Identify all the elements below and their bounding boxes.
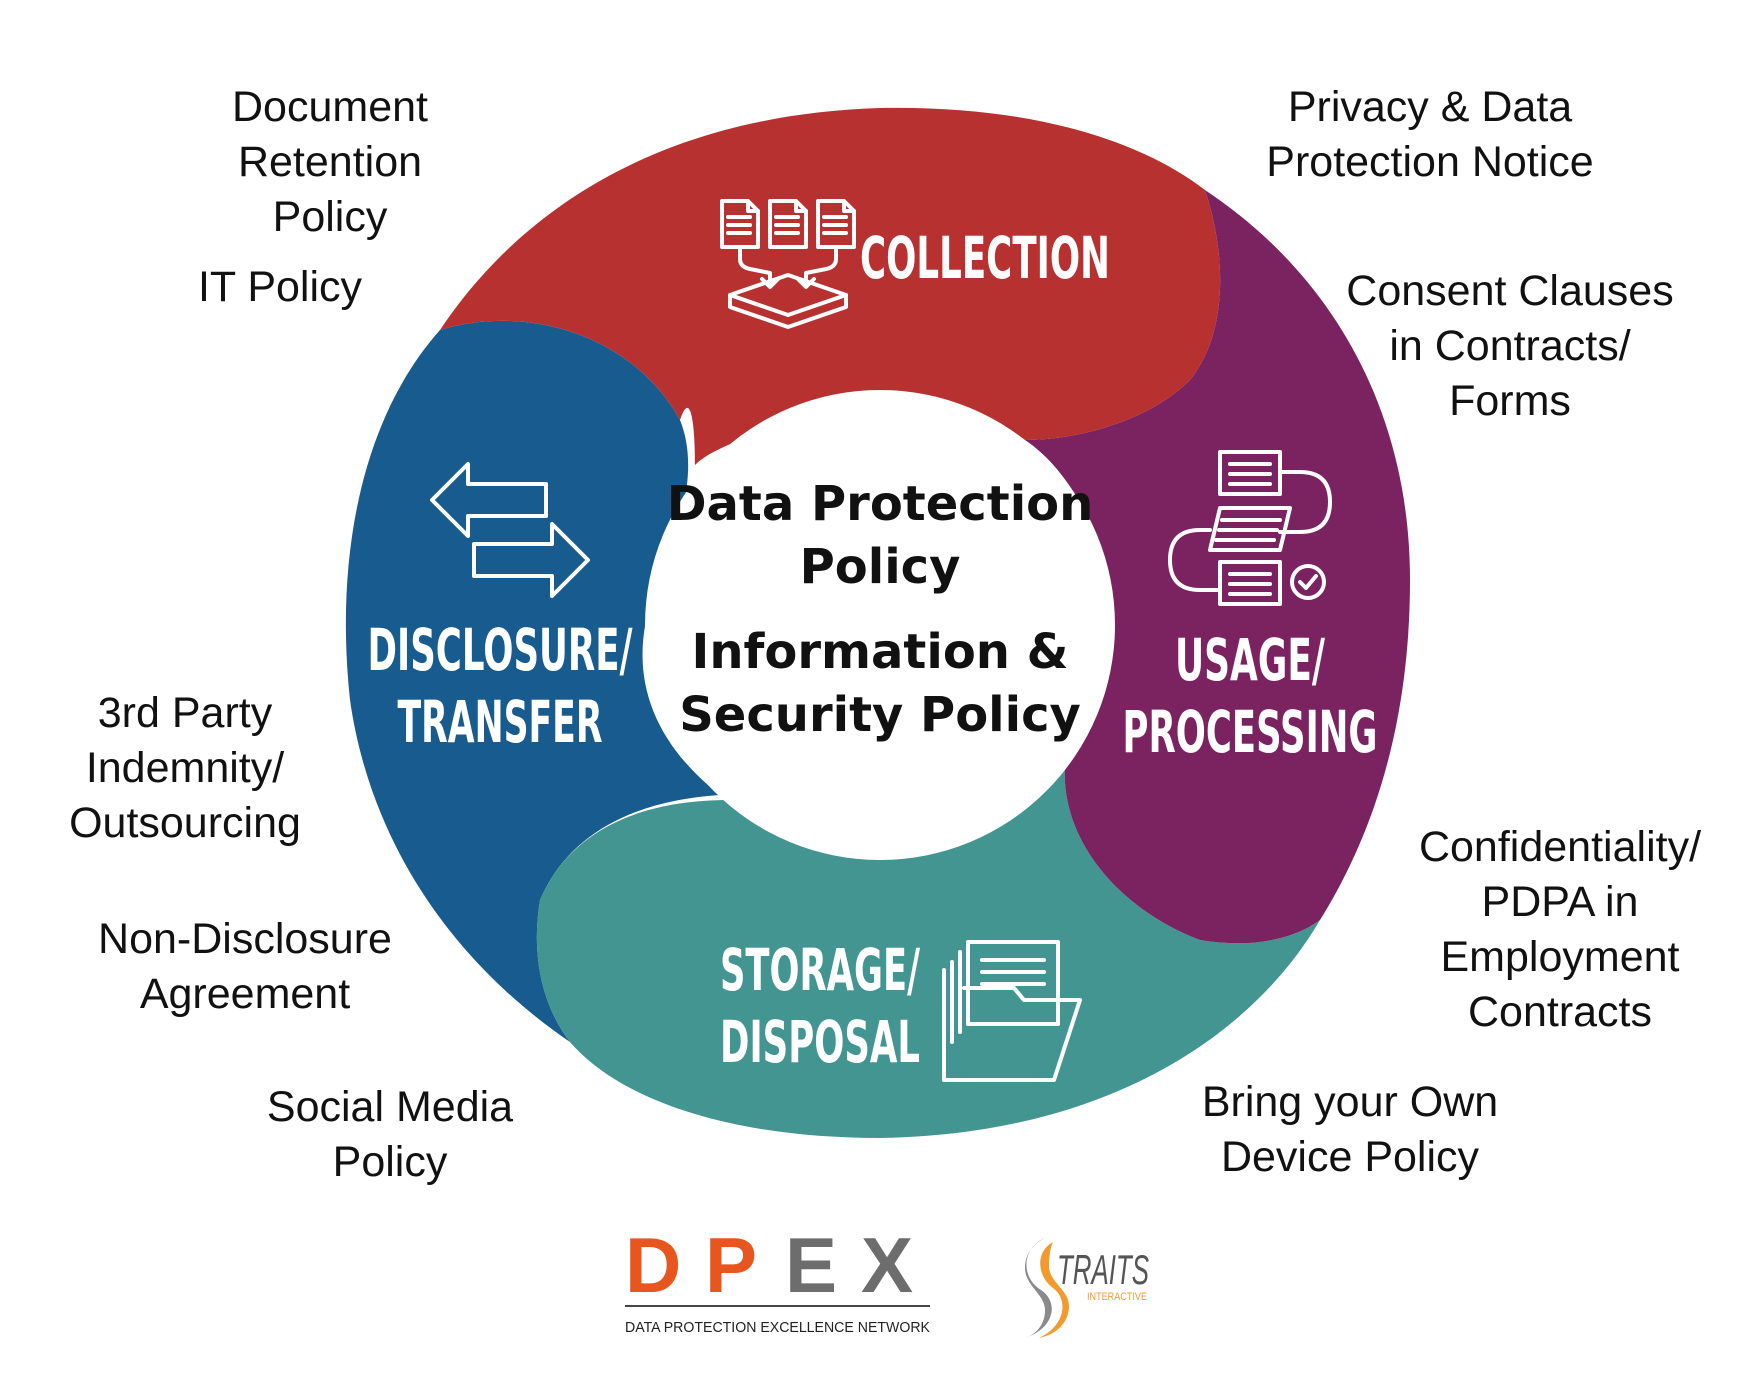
note-line: in Contracts/ [1389,322,1631,370]
note-line: Outsourcing [69,799,301,847]
note-line: Document [232,83,428,131]
note-consent-clauses: Consent Clauses in Contracts/ Forms [1320,264,1700,429]
disclosure-label-line1: DISCLOSURE/ [368,616,633,684]
note-line: Protection Notice [1266,138,1594,186]
center-subtitle-line2: Security Policy [679,687,1081,743]
collection-label: COLLECTION [860,224,1110,292]
disclosure-label-line2: TRANSFER [398,688,603,756]
note-line: Policy [332,1138,448,1186]
segment-storage-disposal [536,764,1320,1138]
note-line: Consent Clauses [1346,267,1674,315]
note-byod-policy: Bring your Own Device Policy [1170,1075,1530,1185]
transfer-arrows-icon [430,462,590,598]
note-privacy-notice: Privacy & Data Protection Notice [1230,80,1630,190]
dpex-tagline: DATA PROTECTION EXCELLENCE NETWORK [625,1319,930,1336]
note-line: Contracts [1467,988,1652,1036]
note-line: PDPA in [1481,878,1639,926]
note-line: Confidentiality/ [1418,823,1702,871]
note-line: Privacy & Data [1287,83,1573,131]
note-line: Policy [272,193,388,241]
documents-into-tray-icon [720,199,856,329]
straits-s-accent [1039,1242,1069,1338]
segment-disclosure-transfer [345,320,720,1042]
note-it-policy: IT Policy [160,260,400,315]
usage-label-line2: PROCESSING [1123,698,1378,766]
segment-usage-processing [1025,190,1410,944]
note-line: Non-Disclosure [98,915,392,963]
note-line: Agreement [139,970,351,1018]
workflow-documents-check-icon [1168,450,1332,606]
folder-files-icon [942,940,1082,1082]
center-title-line2: Policy [800,539,961,595]
note-social-media-policy: Social Media Policy [240,1080,540,1190]
center-subtitle-line1: Information & [691,624,1068,680]
dpex-letter-x: X [861,1221,913,1309]
note-line: Indemnity/ [85,744,285,792]
note-nda: Non-Disclosure Agreement [60,912,430,1022]
center-title-line1: Data Protection [667,476,1094,532]
note-line: Device Policy [1220,1133,1480,1181]
note-third-party: 3rd Party Indemnity/ Outsourcing [40,686,330,851]
dpex-letter-d: D [625,1221,681,1309]
note-confidentiality: Confidentiality/ PDPA in Employment Cont… [1390,820,1730,1040]
note-line: 3rd Party [97,689,273,737]
note-document-retention-policy: Document Retention Policy [180,80,480,245]
segment-collection [440,107,1221,466]
dpex-logo: D P E X DATA PROTECTION EXCELLENCE NETWO… [625,1221,930,1336]
note-line: Forms [1449,377,1571,425]
note-line: Retention [237,138,423,186]
note-line: Bring your Own [1201,1078,1499,1126]
dpex-letter-e: E [785,1221,837,1309]
straits-logo: TRAITS INTERACTIVE [1025,1238,1149,1338]
note-line: Social Media [266,1083,514,1131]
center-circle [645,390,1115,860]
note-line: Employment [1440,933,1680,981]
storage-label-line1: STORAGE/ [720,936,920,1004]
storage-label-line2: DISPOSAL [720,1008,920,1076]
straits-word: TRAITS [1057,1246,1149,1293]
straits-sub: INTERACTIVE [1087,1291,1147,1303]
dpex-letter-p: P [705,1221,757,1309]
note-line: IT Policy [197,263,363,311]
straits-s-swoosh [1025,1238,1052,1338]
usage-label-line1: USAGE/ [1175,626,1326,694]
